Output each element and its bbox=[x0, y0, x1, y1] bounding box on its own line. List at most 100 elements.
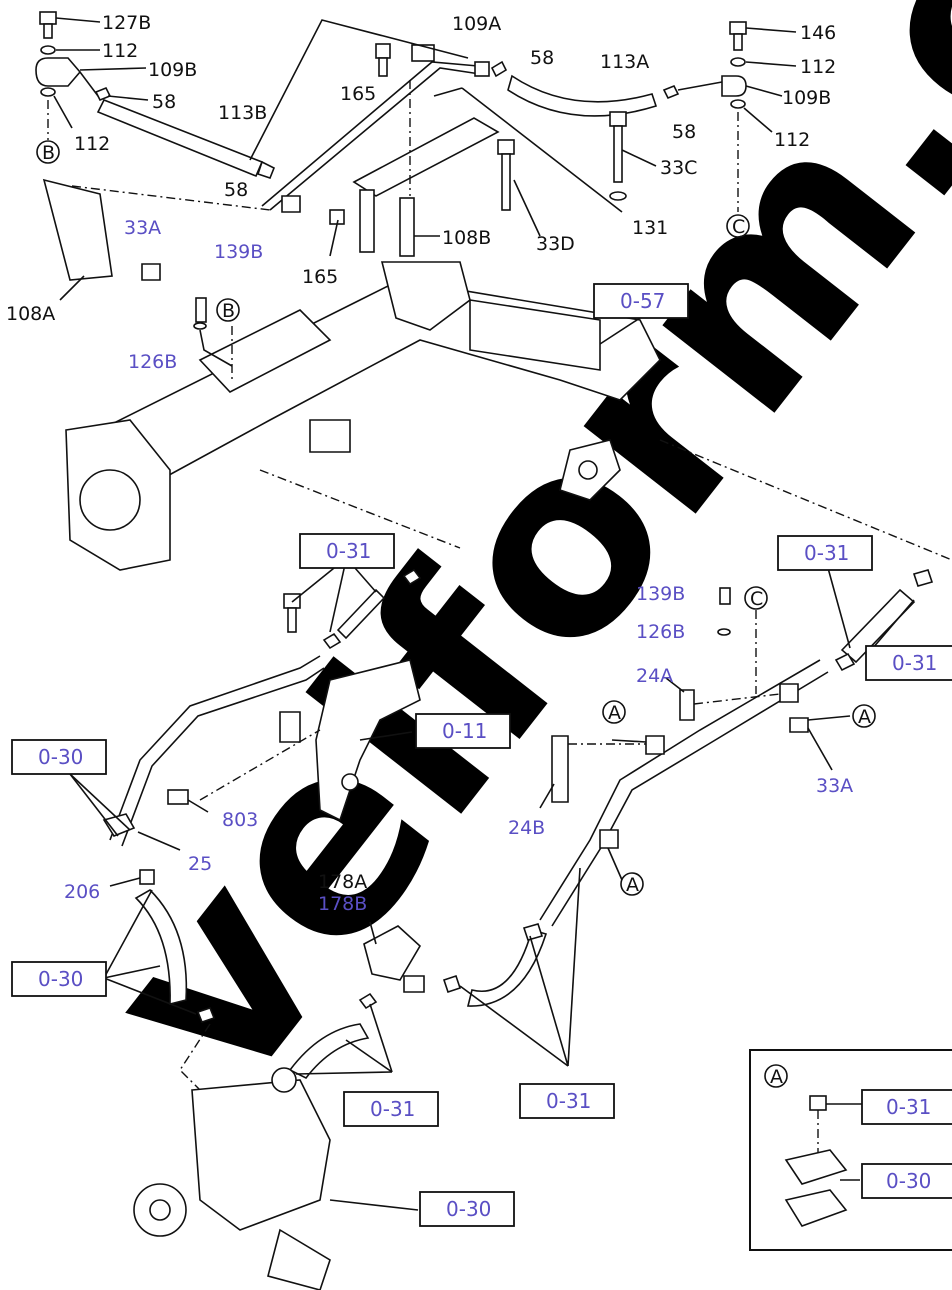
circled-references: B B C C A A A A bbox=[36, 140, 876, 1088]
clamp-right-3 bbox=[522, 923, 544, 941]
leader-112d bbox=[743, 107, 773, 133]
bolt-33c-head bbox=[609, 111, 627, 127]
ref-box-0-30-b-label: 0-30 bbox=[38, 967, 83, 991]
egr-cooler-section-right bbox=[469, 299, 601, 371]
bolt-33c bbox=[613, 125, 623, 183]
bolt-146 bbox=[729, 21, 747, 35]
label-33d: 33D bbox=[536, 233, 575, 255]
label-24b: 24B bbox=[508, 817, 545, 839]
ref-box-0-31-f[interactable]: 0-31 bbox=[861, 1089, 952, 1125]
connect-line-108a bbox=[71, 185, 271, 211]
washer-126b-right bbox=[717, 628, 731, 636]
leader-a2 bbox=[607, 847, 623, 881]
clamp-lower-left bbox=[196, 1007, 216, 1023]
circle-a1 bbox=[602, 700, 626, 724]
ref-box-0-31-c-label: 0-31 bbox=[892, 651, 937, 675]
bolt-33a-top bbox=[141, 263, 161, 281]
plug-803 bbox=[167, 789, 189, 805]
leader-127b bbox=[55, 17, 101, 23]
label-165b: 165 bbox=[302, 266, 338, 288]
egr-small-bracket bbox=[309, 419, 351, 453]
eye-fitting-109b-right bbox=[721, 75, 747, 97]
bolt-33d bbox=[501, 153, 511, 211]
ref-box-0-57-label: 0-57 bbox=[620, 289, 665, 313]
pipe-109a-fitting bbox=[411, 44, 435, 62]
pipe-right-upper bbox=[539, 659, 821, 921]
label-109a: 109A bbox=[452, 13, 501, 35]
ref-box-0-31-c[interactable]: 0-31 bbox=[865, 645, 952, 681]
ref-box-0-11[interactable]: 0-11 bbox=[415, 713, 511, 749]
pump-outlet-pipe bbox=[267, 1228, 331, 1290]
leader-031e-1 bbox=[459, 985, 569, 1067]
ref-box-0-31-f-label: 0-31 bbox=[886, 1095, 931, 1119]
label-58b: 58 bbox=[224, 179, 248, 201]
label-178b: 178B bbox=[318, 893, 367, 915]
clip-a-3 bbox=[779, 683, 799, 703]
ref-box-0-30-d[interactable]: 0-30 bbox=[419, 1191, 515, 1227]
ref-box-0-31-a[interactable]: 0-31 bbox=[299, 533, 395, 569]
washer-112b bbox=[40, 87, 56, 97]
hose-pump-upper bbox=[288, 1023, 370, 1080]
leader-030b-1 bbox=[103, 889, 153, 979]
clamp-right-4 bbox=[442, 974, 462, 994]
leader-206 bbox=[109, 877, 141, 887]
label-131: 131 bbox=[632, 217, 668, 239]
circle-b1-letter: B bbox=[42, 142, 55, 164]
label-165a: 165 bbox=[340, 83, 376, 105]
label-58c: 58 bbox=[530, 47, 554, 69]
label-33c: 33C bbox=[660, 157, 697, 179]
detail-clip-lower bbox=[784, 1189, 848, 1227]
ref-box-0-30-b[interactable]: 0-30 bbox=[11, 961, 107, 997]
label-33ab: 33A bbox=[816, 775, 853, 797]
label-112d: 112 bbox=[774, 129, 810, 151]
label-112c: 112 bbox=[800, 56, 836, 78]
circle-c2 bbox=[744, 586, 768, 610]
washer-112a bbox=[40, 45, 56, 55]
ref-box-0-31-d-label: 0-31 bbox=[370, 1097, 415, 1121]
leader-24b bbox=[539, 783, 555, 809]
ref-box-0-30-a[interactable]: 0-30 bbox=[11, 739, 107, 775]
upper-piping bbox=[35, 11, 747, 281]
bolt-146-shank bbox=[733, 33, 743, 51]
leader-109bb bbox=[745, 85, 783, 97]
plug-206 bbox=[139, 869, 155, 885]
water-pump-body bbox=[191, 1079, 331, 1231]
ref-box-0-30-d-label: 0-30 bbox=[446, 1197, 491, 1221]
ref-box-0-57[interactable]: 0-57 bbox=[593, 283, 689, 319]
clamp-right-1 bbox=[834, 652, 856, 672]
leader-0-57 bbox=[599, 317, 641, 345]
leader-178 bbox=[369, 921, 377, 945]
bolt-139b-right bbox=[719, 587, 731, 605]
ref-box-0-31-e[interactable]: 0-31 bbox=[519, 1083, 615, 1119]
clamp-58c bbox=[490, 60, 508, 78]
ref-box-0-31-b[interactable]: 0-31 bbox=[777, 535, 873, 571]
egr-cooler-center-flange bbox=[380, 261, 471, 331]
circle-a1-letter: A bbox=[608, 702, 621, 724]
clamp-upper-2 bbox=[402, 568, 422, 586]
bolt-33d-head bbox=[497, 139, 515, 155]
part-number-labels: 127B 112 109B 58 112 113B 58 109A 58 165… bbox=[6, 12, 853, 915]
label-112a: 112 bbox=[102, 40, 138, 62]
fitting-stem bbox=[79, 71, 99, 97]
hose-lower-left bbox=[134, 889, 188, 1006]
label-112b: 112 bbox=[74, 133, 110, 155]
ref-box-0-31-d[interactable]: 0-31 bbox=[343, 1091, 439, 1127]
label-127b: 127B bbox=[102, 12, 151, 34]
pipe-109a-end bbox=[474, 61, 490, 77]
leader-030a-2 bbox=[69, 773, 131, 831]
washer-126b bbox=[193, 322, 207, 330]
leader-031d-2 bbox=[345, 1039, 393, 1073]
leader-lines bbox=[47, 17, 915, 1211]
circle-c1-letter: C bbox=[732, 216, 745, 238]
ref-box-0-30-c[interactable]: 0-30 bbox=[861, 1163, 952, 1199]
hose-113b bbox=[96, 98, 264, 178]
leader-011 bbox=[359, 731, 413, 741]
detail-bolt-head bbox=[809, 1095, 827, 1111]
pipe-left-lower bbox=[121, 667, 325, 847]
ref-box-0-30-c-label: 0-30 bbox=[886, 1169, 931, 1193]
bracket-hole bbox=[341, 773, 359, 791]
leader-031e-3 bbox=[567, 867, 581, 1067]
label-108a: 108A bbox=[6, 303, 55, 325]
bolt-165a-head bbox=[375, 43, 391, 59]
